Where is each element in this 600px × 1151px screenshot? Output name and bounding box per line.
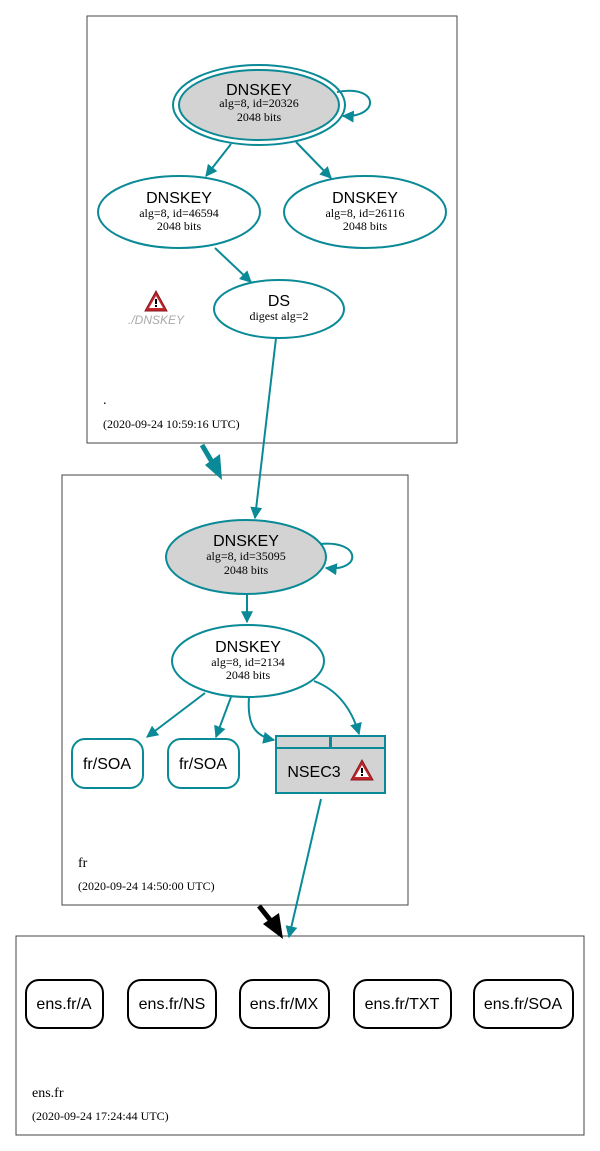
edge-zsk1-to-ds [214, 247, 252, 283]
root-zsk1-title: DNSKEY [146, 190, 212, 207]
fr-ds-title: DS [268, 293, 290, 310]
fr-ksk-bits: 2048 bits [224, 563, 269, 577]
root-dnskey-error[interactable]: ./DNSKEY [128, 289, 185, 327]
root-ksk-alg: alg=8, id=20326 [219, 96, 299, 110]
record-ensfr-soa-label: ens.fr/SOA [484, 996, 563, 1013]
node-fr-ksk[interactable]: DNSKEY alg=8, id=35095 2048 bits [165, 519, 327, 595]
zone-fr-timestamp: (2020-09-24 14:50:00 UTC) [78, 879, 215, 893]
root-zsk2-alg: alg=8, id=26116 [325, 206, 404, 220]
fr-ds-digest: digest alg=2 [249, 309, 308, 323]
node-fr-soa-1[interactable]: fr/SOA [71, 738, 144, 789]
root-zsk2-title: DNSKEY [332, 190, 398, 207]
fr-zsk-title: DNSKEY [215, 639, 281, 656]
record-ensfr-soa[interactable]: ens.fr/SOA [473, 979, 574, 1029]
record-ensfr-ns-label: ens.fr/NS [139, 996, 206, 1013]
root-ksk-self-loop [336, 89, 371, 123]
zone-ensfr-timestamp: (2020-09-24 17:24:44 UTC) [32, 1109, 169, 1123]
edge-fr-zsk-to-soa1 [146, 692, 206, 738]
record-ensfr-mx-label: ens.fr/MX [250, 996, 319, 1013]
record-ensfr-txt-label: ens.fr/TXT [365, 996, 440, 1013]
node-root-ksk[interactable]: DNSKEY alg=8, id=20326 2048 bits [172, 64, 346, 146]
fr-ksk-self-loop [319, 542, 354, 576]
node-fr-ds[interactable]: DS digest alg=2 [213, 279, 345, 339]
warning-icon [144, 289, 168, 312]
edge-fr-zsk-to-nsec3-a [247, 696, 276, 744]
record-ensfr-txt[interactable]: ens.fr/TXT [353, 979, 452, 1029]
fr-zsk-bits: 2048 bits [226, 668, 271, 682]
record-ensfr-a[interactable]: ens.fr/A [25, 979, 104, 1029]
zone-ensfr-label: ens.fr [32, 1086, 64, 1101]
root-error-label: ./DNSKEY [128, 313, 185, 327]
edge-ksk-to-zsk2 [295, 141, 332, 179]
zone-root-label: . [103, 393, 107, 408]
root-zsk1-alg: alg=8, id=46594 [139, 206, 219, 220]
fr-zsk-alg: alg=8, id=2134 [211, 655, 285, 669]
edge-nsec3-to-ensfr [285, 798, 322, 939]
fr-soa-1-label: fr/SOA [83, 756, 131, 773]
root-zsk2-bits: 2048 bits [343, 219, 388, 233]
node-nsec3[interactable]: NSEC3 [275, 735, 386, 794]
node-root-zsk-46594[interactable]: DNSKEY alg=8, id=46594 2048 bits [97, 175, 261, 249]
node-fr-soa-2[interactable]: fr/SOA [167, 738, 240, 789]
zone-ensfr [15, 935, 585, 1136]
record-ensfr-a-label: ens.fr/A [36, 996, 91, 1013]
zone-fr-label: fr [78, 856, 88, 871]
fr-soa-2-label: fr/SOA [179, 756, 227, 773]
edge-ds-to-fr-ksk [250, 337, 277, 520]
edge-ksk-to-zsk1 [205, 143, 232, 177]
delegation-arrow-fr-ensfr [257, 904, 283, 939]
delegation-arrow-root-fr [199, 443, 222, 480]
record-ensfr-mx[interactable]: ens.fr/MX [239, 979, 330, 1029]
warning-icon [350, 758, 374, 781]
edge-fr-zsk-to-nsec3-b [313, 680, 362, 736]
root-zsk1-bits: 2048 bits [157, 219, 202, 233]
nsec3-label: NSEC3 [287, 764, 340, 781]
fr-ksk-alg: alg=8, id=35095 [206, 549, 286, 563]
root-ksk-bits: 2048 bits [237, 110, 282, 124]
zone-root-timestamp: (2020-09-24 10:59:16 UTC) [103, 417, 240, 431]
edge-fr-zsk-to-soa2 [214, 696, 232, 739]
node-root-zsk-26116[interactable]: DNSKEY alg=8, id=26116 2048 bits [283, 175, 447, 249]
fr-ksk-title: DNSKEY [213, 533, 279, 550]
root-ksk-title: DNSKEY [226, 82, 292, 99]
record-ensfr-ns[interactable]: ens.fr/NS [127, 979, 217, 1029]
node-fr-zsk[interactable]: DNSKEY alg=8, id=2134 2048 bits [171, 624, 325, 698]
